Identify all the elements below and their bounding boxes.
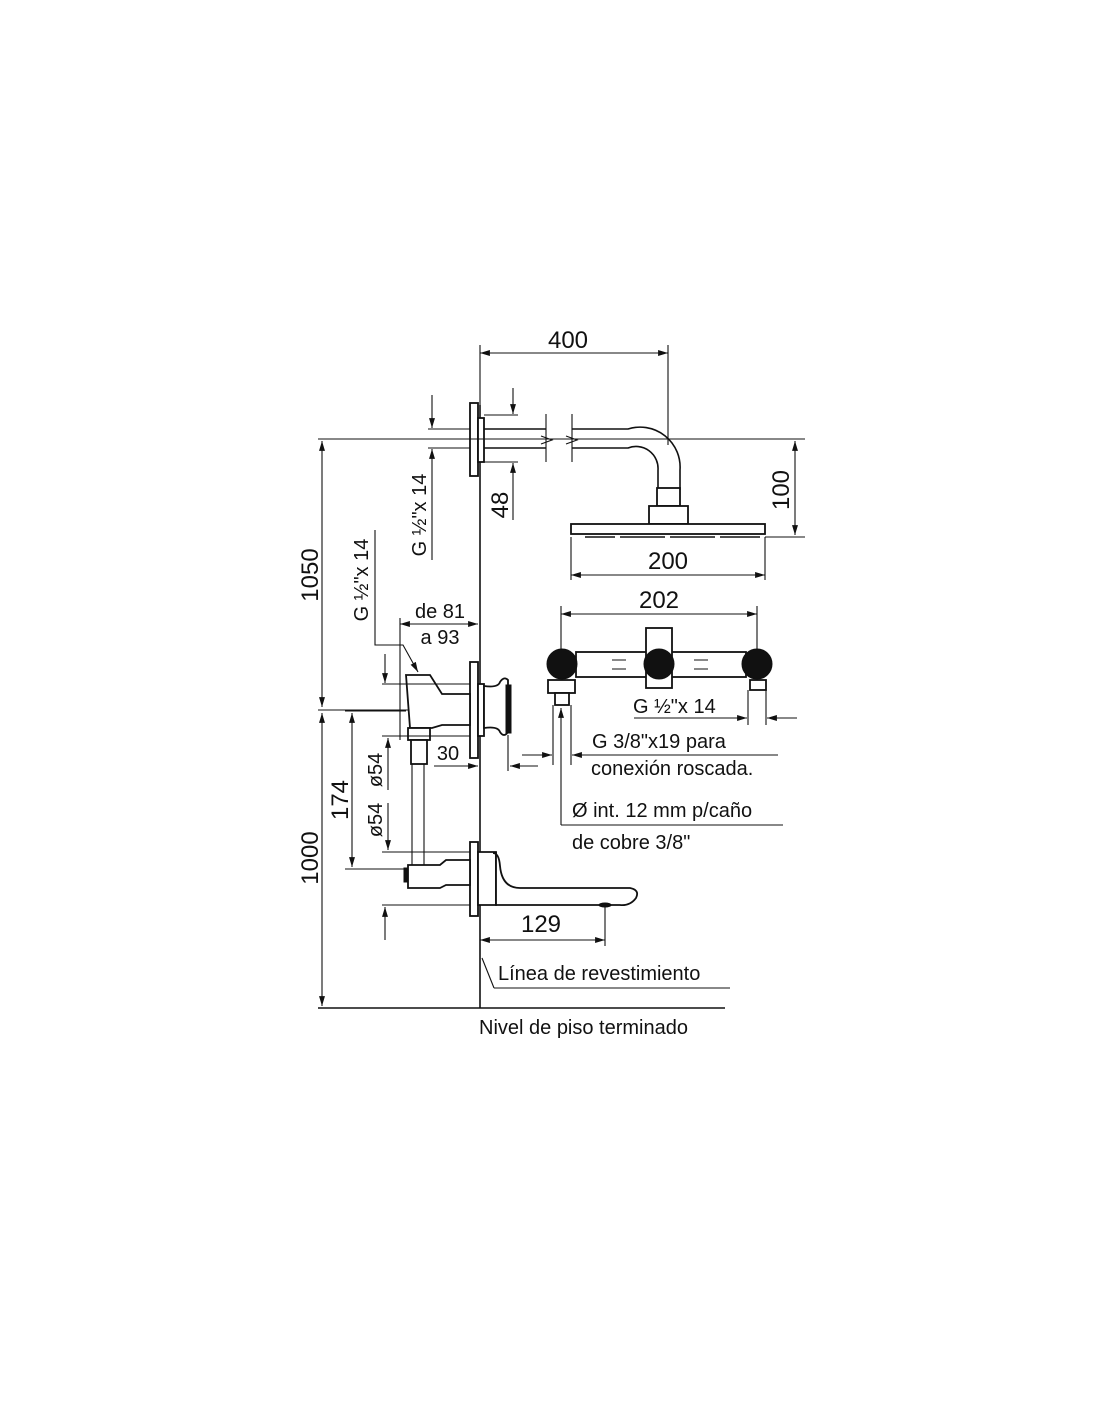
dim-129: 129 (521, 911, 561, 938)
floor-level-label: Nivel de piso terminado (479, 1017, 688, 1039)
dim-174: 174 (327, 780, 354, 820)
shower-arm (469, 402, 681, 490)
dim-1050: 1050 (297, 548, 324, 601)
mixer-valve (405, 661, 512, 870)
dim-200: 200 (648, 548, 688, 575)
depth-from-label: de 81 (415, 601, 465, 623)
dim-48: 48 (487, 492, 514, 519)
dim-1000: 1000 (297, 831, 324, 884)
dim-100: 100 (768, 470, 795, 510)
dim-400: 400 (548, 327, 588, 354)
dim-202: 202 (639, 587, 679, 614)
shower-head (570, 487, 766, 538)
dim-30: 30 (437, 743, 459, 765)
depth-to-label: a 93 (421, 627, 460, 649)
wall-line-label: Línea de revestimiento (498, 963, 700, 985)
connection-note-line2: conexión roscada. (591, 758, 753, 780)
arm-thread-label: G ½"x 14 (409, 474, 431, 557)
valve-top-view (546, 627, 773, 706)
bath-spout (403, 841, 639, 917)
connection-note-line1: G 3/8"x19 para (592, 731, 727, 753)
top-view-thread-label: G ½"x 14 (633, 696, 716, 718)
diameter-top-label: ø54 (365, 753, 387, 787)
valve-thread-label: G ½"x 14 (351, 539, 373, 622)
pipe-note-line1: Ø int. 12 mm p/caño (572, 800, 752, 822)
pipe-note-line2: de cobre 3/8" (572, 832, 690, 854)
diameter-bottom-label: ø54 (365, 803, 387, 837)
